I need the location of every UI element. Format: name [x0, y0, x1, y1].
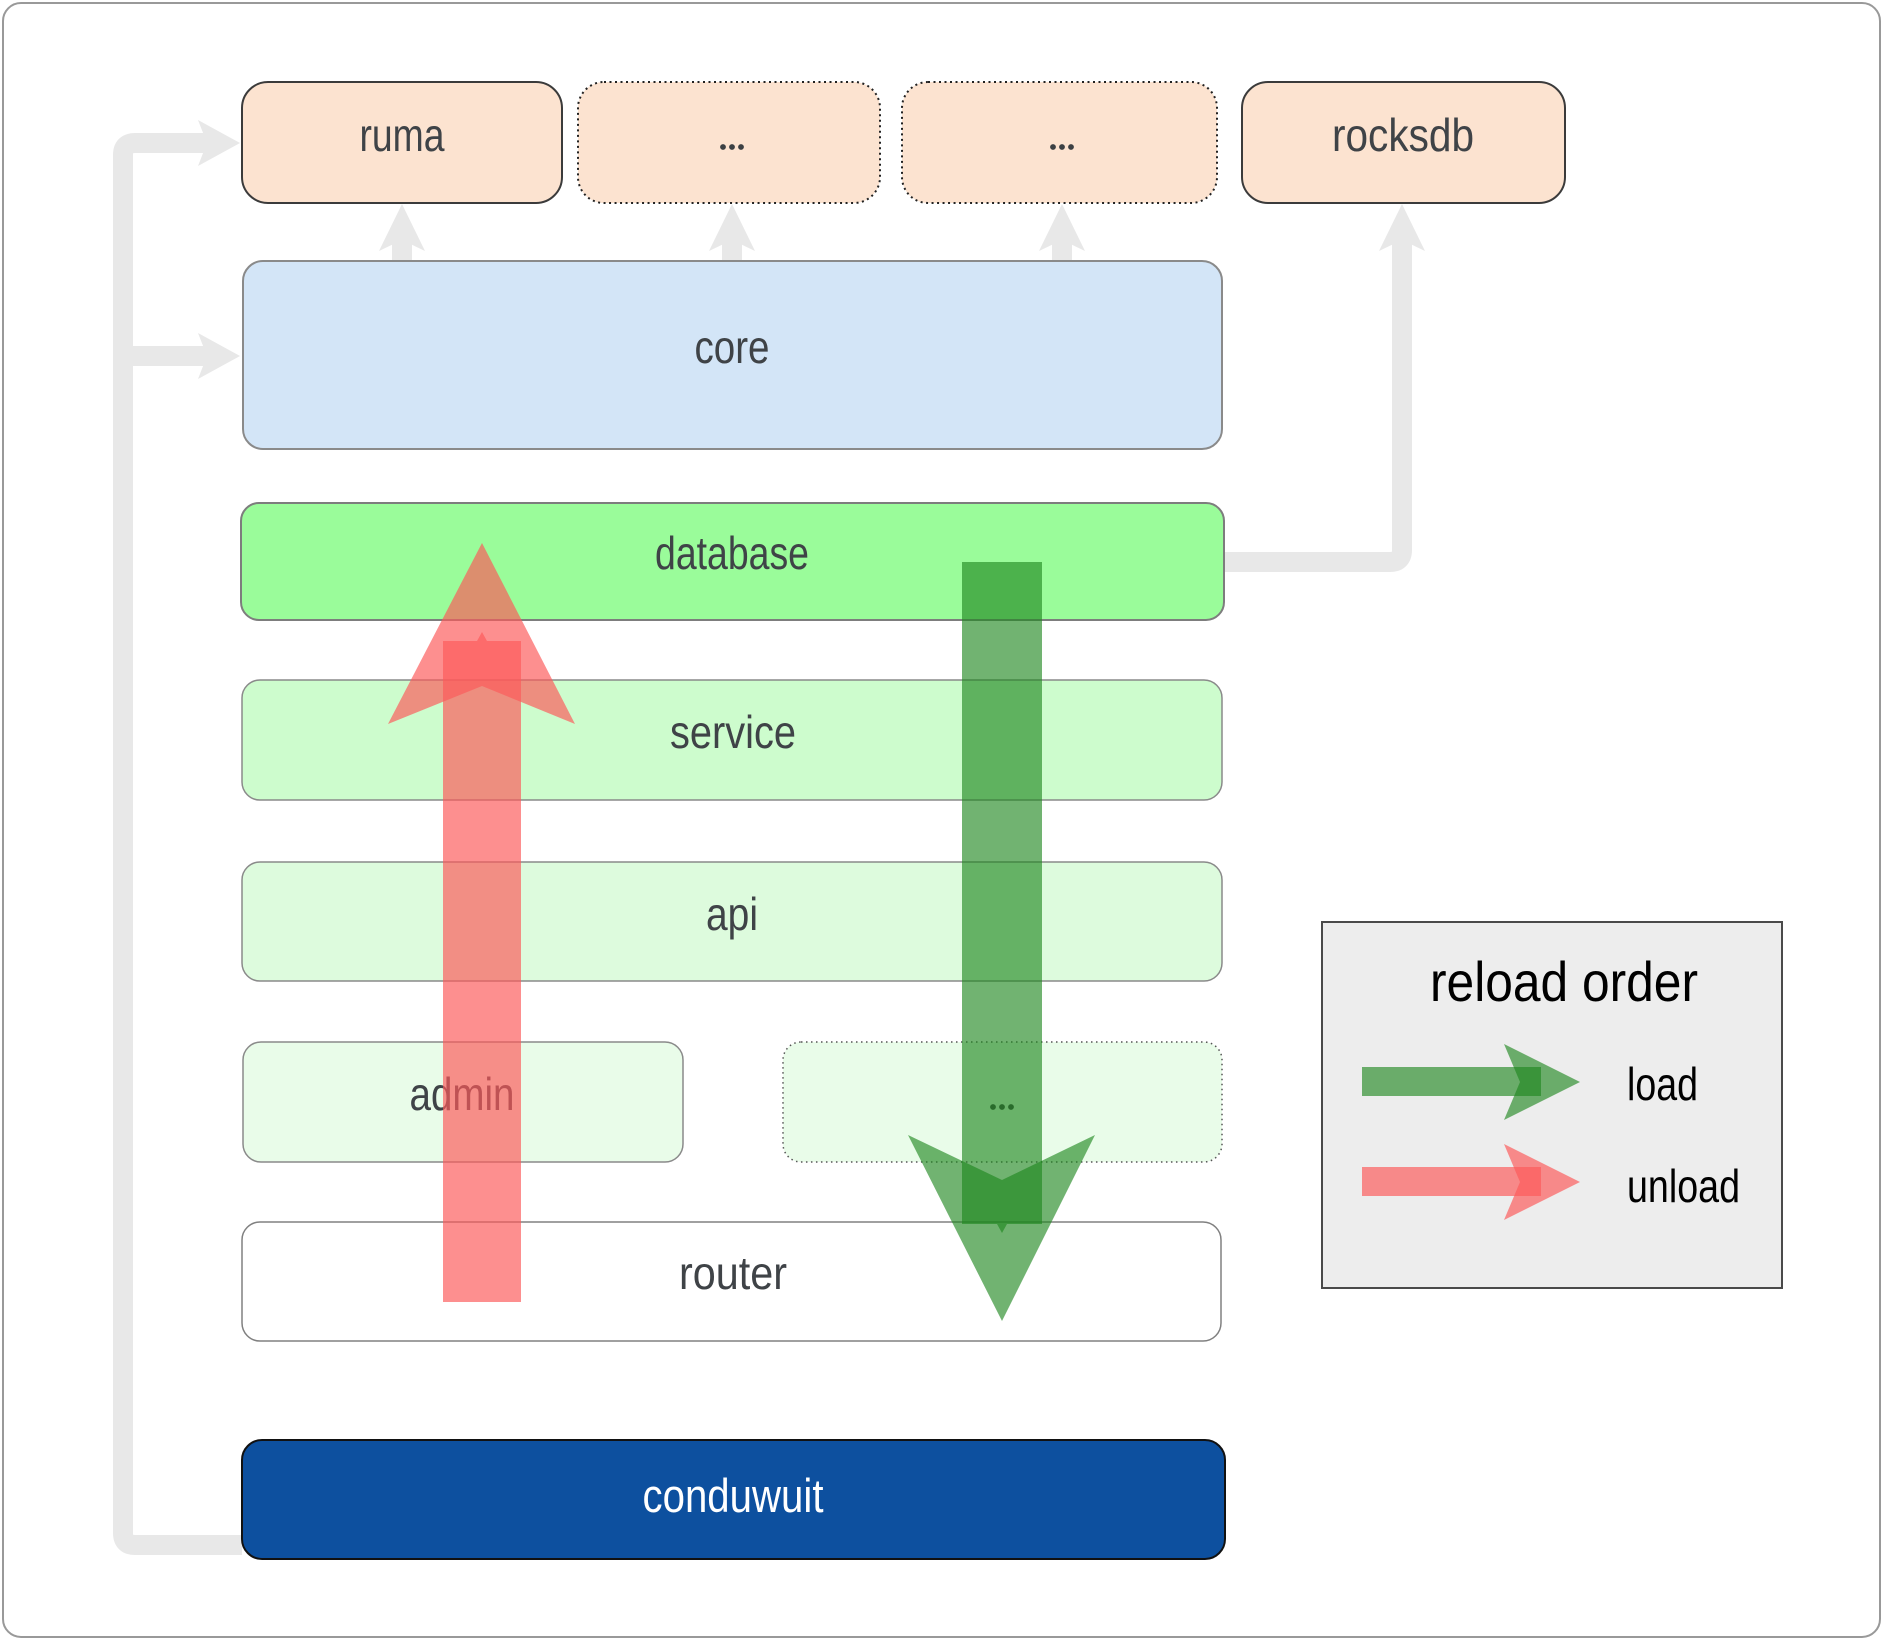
svg-text:reload order: reload order: [1430, 950, 1698, 1013]
svg-text:router: router: [679, 1247, 787, 1299]
svg-text:ruma: ruma: [360, 109, 445, 161]
svg-text:api: api: [706, 888, 758, 940]
svg-text:core: core: [695, 321, 770, 373]
svg-text:rocksdb: rocksdb: [1332, 109, 1474, 161]
svg-text:service: service: [670, 706, 796, 758]
svg-text:unload: unload: [1627, 1160, 1740, 1212]
svg-text:database: database: [655, 527, 809, 579]
svg-text:load: load: [1627, 1058, 1698, 1110]
svg-text:conduwuit: conduwuit: [643, 1469, 824, 1522]
